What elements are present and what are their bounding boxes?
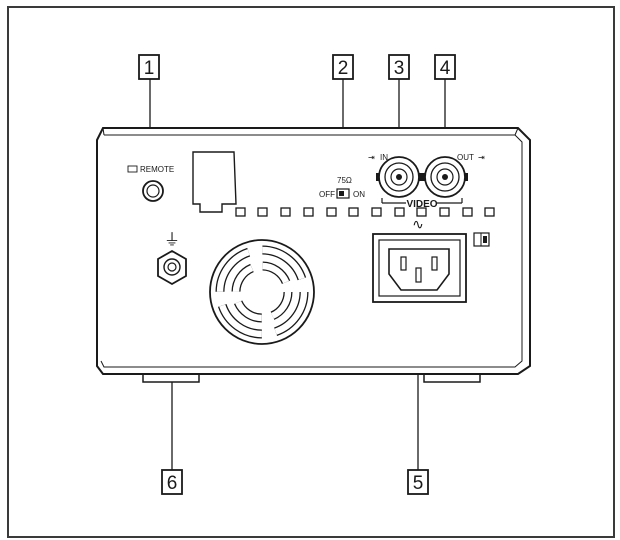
callout-5-label: 5 (413, 473, 424, 494)
video-group-bracket: VIDEO (381, 198, 463, 210)
vent-slots (235, 207, 495, 217)
callout-2: 2 (332, 54, 354, 80)
callout-5: 5 (407, 469, 429, 495)
callout-4-label: 4 (440, 58, 451, 79)
termination-off-label: OFF (319, 190, 335, 199)
callout-1: 1 (138, 54, 160, 80)
termination-switch-knob (339, 191, 344, 196)
callout-6: 6 (161, 469, 183, 495)
ac-power-inlet: ∿ (372, 216, 490, 303)
remote-label: REMOTE (140, 165, 174, 174)
ground-terminal: ⏚ (157, 231, 187, 286)
callout-2-label: 2 (338, 58, 349, 79)
label-plate (192, 151, 237, 213)
callout-3-label: 3 (394, 58, 405, 79)
remote-icon (127, 165, 138, 173)
termination-on-label: ON (353, 190, 365, 199)
termination-value-label: 75Ω (337, 176, 352, 185)
fan-grille (209, 239, 315, 345)
manual-reference-icon (473, 232, 490, 247)
video-in-bnc: IN ⇥ (368, 153, 422, 198)
termination-switch: 75Ω OFF ON (319, 176, 365, 199)
ground-symbol-icon: ⏚ (164, 231, 180, 249)
remote-connector: REMOTE (127, 165, 174, 202)
callout-6-label: 6 (167, 473, 178, 494)
callout-3: 3 (388, 54, 410, 80)
callout-1-label: 1 (144, 58, 155, 79)
callout-4: 4 (434, 54, 456, 80)
video-out-arrow-icon: ⇥ (478, 153, 485, 162)
video-in-arrow-icon: ⇥ (368, 153, 375, 162)
video-group-label: VIDEO (406, 199, 437, 210)
video-out-bnc: OUT ⇥ (422, 153, 485, 198)
video-out-label: OUT (457, 153, 474, 162)
ac-symbol-icon: ∿ (412, 216, 424, 232)
video-in-label: IN (380, 153, 388, 162)
